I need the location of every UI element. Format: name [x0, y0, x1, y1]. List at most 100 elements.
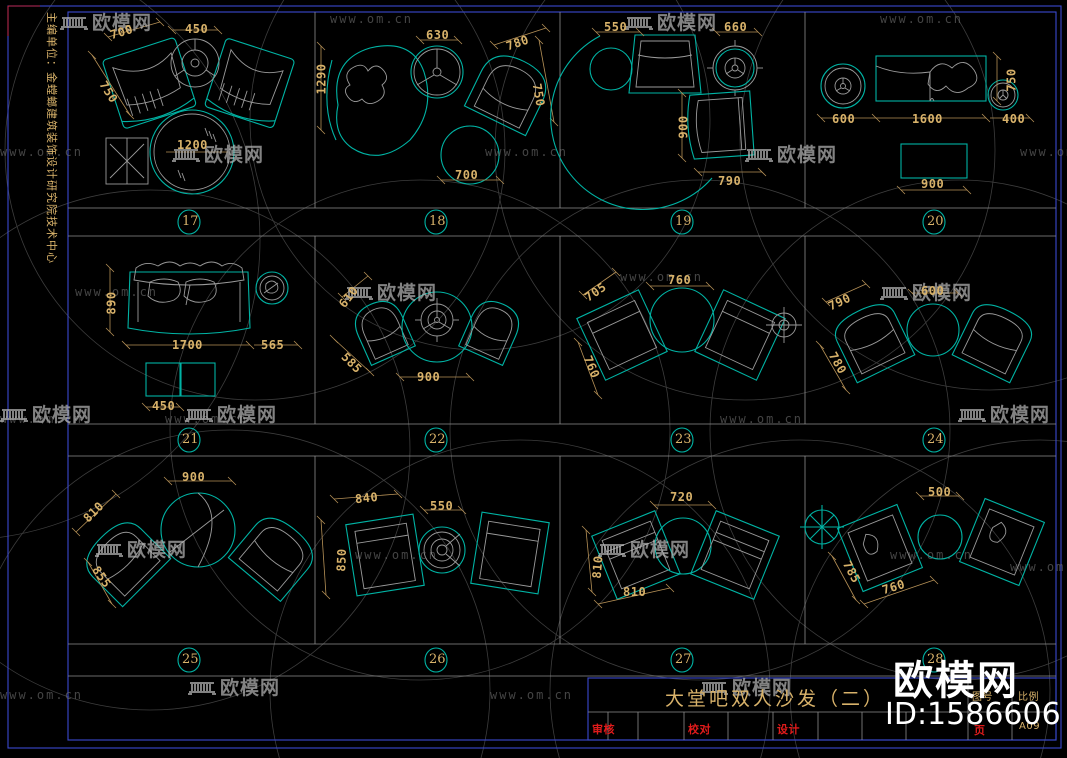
watermark-brand: 欧模网 — [625, 8, 717, 35]
dim-500: 500 — [928, 485, 952, 499]
watermark-url: www.om.cn — [880, 12, 964, 26]
dim-600: 600 — [832, 112, 856, 126]
dim-900: 900 — [921, 177, 945, 191]
watermark-brand: 欧模网 — [172, 140, 264, 167]
dim-900: 900 — [676, 115, 691, 139]
sofa-icon — [958, 408, 986, 422]
sofa-icon — [95, 543, 123, 557]
watermark-url: www.om.cn — [0, 688, 84, 702]
detail-bubble-21[interactable]: 21 — [182, 432, 199, 447]
detail-bubble-18[interactable]: 18 — [429, 214, 446, 229]
watermark-brand: 欧模网 — [745, 140, 837, 167]
dim-550: 550 — [604, 20, 628, 34]
watermark-brand-text: 欧模网 — [377, 282, 438, 304]
dim-850: 850 — [334, 548, 349, 572]
detail-bubble-22[interactable]: 22 — [429, 432, 446, 447]
detail-bubble-23[interactable]: 23 — [675, 432, 692, 447]
sofa-icon — [625, 16, 653, 30]
watermark-brand: 欧模网 — [880, 278, 972, 305]
dim-700: 700 — [455, 168, 479, 182]
dim-565: 565 — [261, 338, 285, 352]
watermark-url: www.om.cn — [0, 145, 84, 159]
field-label-check: 校对 — [688, 723, 711, 736]
watermark-brand-text: 欧模网 — [220, 677, 281, 699]
watermark-url: www.om.cn — [355, 548, 439, 562]
watermark-url: www.om.cn — [620, 270, 704, 284]
sofa-icon — [700, 681, 728, 695]
field-label-design: 设计 — [777, 723, 800, 736]
dim-810-vertical: 810 — [589, 554, 606, 580]
sofa-icon — [60, 16, 88, 30]
watermark-url: www.om.cn — [1020, 145, 1067, 159]
detail-bubble-24[interactable]: 24 — [927, 432, 944, 447]
sofa-icon — [188, 681, 216, 695]
watermark-brand-text: 欧模网 — [217, 404, 278, 426]
watermark-url: www.om.cn — [485, 145, 569, 159]
dim-450: 450 — [185, 22, 209, 36]
label-scale: 比例 — [1018, 692, 1039, 703]
watermark-brand: 欧模网 — [188, 673, 280, 700]
watermark-url: www.om.cn — [330, 12, 414, 26]
watermark-id: ID:1586606 — [885, 697, 1061, 732]
watermark-brand-text: 欧模网 — [32, 404, 93, 426]
watermark-brand-text: 欧模网 — [912, 282, 973, 304]
dim-890: 890 — [104, 291, 119, 315]
sheet-vertical-label: 主编单位：金螳螂建筑装饰设计研究院技术中心 — [45, 12, 58, 264]
sheet-title: 大堂吧双人沙发（二） — [665, 688, 886, 710]
sofa-icon — [345, 286, 373, 300]
label-sheet-code: A09 — [1019, 721, 1041, 732]
watermark-brand-text: 欧模网 — [630, 539, 691, 561]
watermark-brand: 欧模网 — [700, 673, 792, 700]
watermark-brand-text: 欧模网 — [990, 404, 1051, 426]
sofa-icon — [0, 408, 28, 422]
dim-810-horizontal: 810 — [623, 585, 647, 599]
dim-600: 600 — [921, 284, 945, 298]
watermark-brand-text: 欧模网 — [92, 12, 153, 34]
watermark-brand: 欧模网 — [185, 400, 277, 427]
sofa-icon — [172, 148, 200, 162]
label-page: 页 — [974, 724, 986, 737]
watermark-brand: 欧模网 — [598, 535, 690, 562]
watermark-brand: 欧模网 — [60, 8, 152, 35]
sofa-icon — [745, 148, 773, 162]
detail-bubble-20[interactable]: 20 — [927, 214, 944, 229]
detail-bubble-25[interactable]: 25 — [182, 652, 199, 667]
watermark-url: www.om.cn — [1010, 560, 1067, 574]
dim-550: 550 — [430, 499, 454, 513]
dim-400: 400 — [1002, 112, 1026, 126]
watermark-url: www.om.cn — [75, 285, 159, 299]
watermark-brand-text: 欧模网 — [732, 677, 793, 699]
dim-900: 900 — [182, 470, 206, 484]
watermark-url: www.om.cn — [0, 412, 84, 426]
detail-bubble-19[interactable]: 19 — [675, 214, 692, 229]
dim-450: 450 — [152, 399, 176, 413]
dim-840: 840 — [354, 489, 379, 507]
dim-1600: 1600 — [912, 112, 943, 126]
detail-bubble-27[interactable]: 27 — [675, 652, 692, 667]
sofa-icon — [598, 543, 626, 557]
dim-790: 790 — [718, 174, 742, 188]
watermark-brand: 欧模网 — [0, 400, 92, 427]
watermark-url: www.om.cn — [890, 548, 974, 562]
dim-630: 630 — [426, 28, 450, 42]
watermark-url: www.om.cn — [490, 688, 574, 702]
watermark-big-brand: 欧模网 — [893, 658, 1019, 704]
dim-660: 660 — [724, 20, 748, 34]
dim-750: 750 — [1004, 68, 1019, 92]
field-label-review: 审核 — [592, 723, 615, 736]
watermark-brand-text: 欧模网 — [777, 144, 838, 166]
sofa-icon — [185, 408, 213, 422]
label-drawing-no: 图号 — [972, 692, 993, 703]
detail-bubble-26[interactable]: 26 — [429, 652, 446, 667]
dim-720: 720 — [670, 490, 694, 504]
watermark-brand-text: 欧模网 — [127, 539, 188, 561]
dim-1200: 1200 — [177, 138, 208, 152]
watermark-brand: 欧模网 — [95, 535, 187, 562]
watermark-brand-text: 欧模网 — [657, 12, 718, 34]
detail-bubble-17[interactable]: 17 — [182, 214, 199, 229]
detail-bubble-28[interactable]: 28 — [927, 652, 944, 667]
watermark-brand: 欧模网 — [345, 278, 437, 305]
dim-1700: 1700 — [172, 338, 203, 352]
